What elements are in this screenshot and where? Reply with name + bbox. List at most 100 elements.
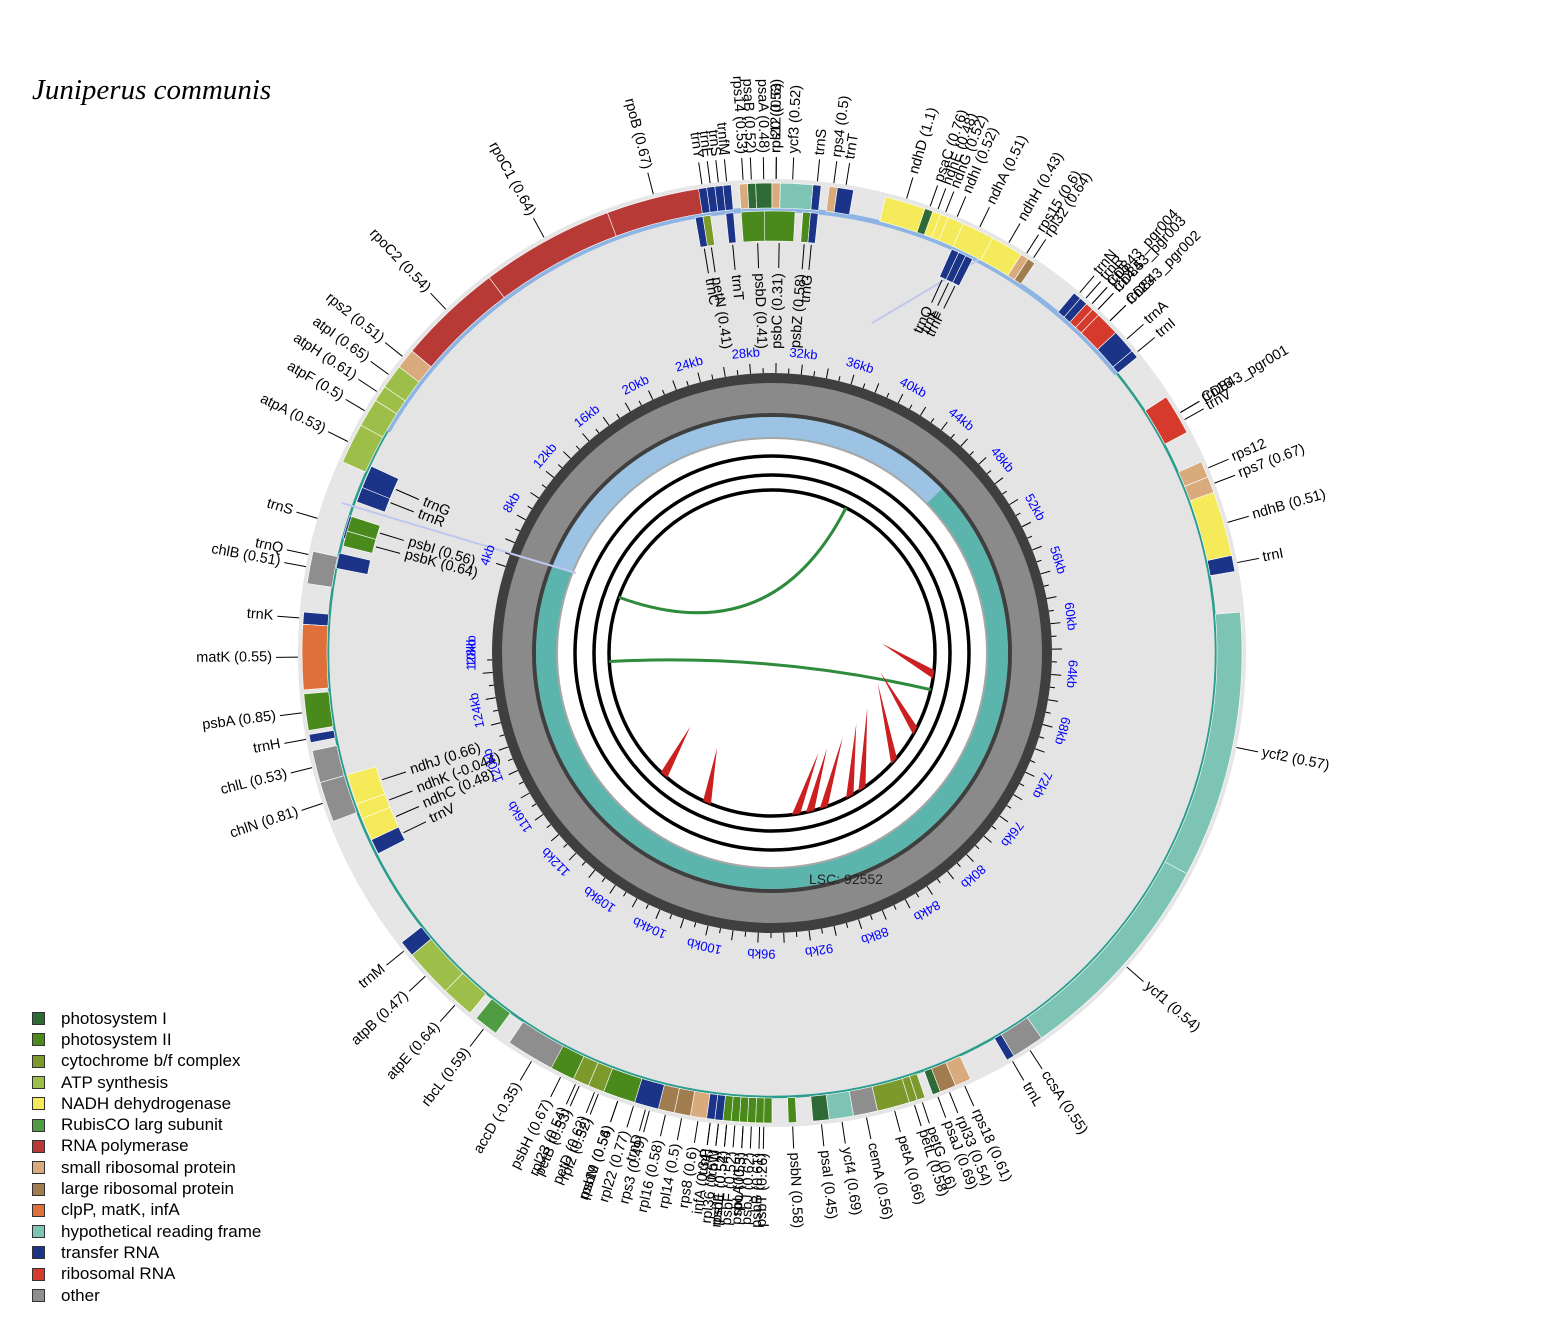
label-leader [1109, 304, 1127, 322]
kb-tick [909, 404, 913, 410]
label-leader [301, 802, 323, 811]
label-leader [821, 1124, 825, 1147]
gene-label: rps12 (0.6) [768, 83, 785, 153]
gene-label: psaB (0.52) [739, 78, 758, 154]
legend-item: transfer RNA [32, 1242, 261, 1263]
gene-block [1007, 254, 1029, 281]
label-leader [732, 244, 736, 270]
gene-block [747, 182, 757, 209]
legend-item: ribosomal RNA [32, 1264, 261, 1285]
label-leader [384, 342, 403, 357]
kb-tick [808, 930, 811, 941]
kb-tick [862, 383, 866, 389]
inner-gene-block [361, 806, 399, 841]
gene-block [302, 611, 330, 627]
gene-label: ccsA (0.55) [1038, 1068, 1091, 1138]
inner-gene-block [356, 793, 391, 819]
gene-block [488, 212, 617, 299]
label-leader [638, 1109, 646, 1132]
label-leader [845, 163, 851, 185]
kb-label: 96kb [747, 946, 776, 962]
kb-tick [609, 884, 616, 894]
kb-tick [505, 538, 515, 544]
kb-tick [936, 878, 941, 884]
kb-label: 60kb [1062, 601, 1080, 631]
gene-label: psbJ (0.62) [739, 1152, 758, 1225]
kb-tick [516, 514, 526, 521]
legend-swatch [32, 1097, 45, 1111]
label-leader [1012, 1061, 1025, 1081]
inner-gene-label: trnT [728, 274, 746, 301]
gene-block [335, 552, 371, 575]
kb-tick [1034, 748, 1045, 753]
gene-label: psaA (0.48) [754, 79, 771, 153]
legend-label: ATP synthesis [61, 1072, 169, 1092]
gene-label: chlN (0.81) [228, 804, 300, 842]
gene-block [550, 1045, 585, 1080]
legend-item: ATP synthesis [32, 1072, 261, 1093]
kb-tick [616, 413, 620, 419]
gene-block [871, 1078, 910, 1112]
kb-tick [496, 562, 506, 567]
label-leader [565, 1084, 576, 1105]
kb-tick [956, 862, 961, 868]
gene-label: trnS [265, 496, 295, 519]
legend-swatch [32, 1139, 45, 1153]
kb-tick [874, 383, 880, 393]
kb-tick [623, 891, 627, 897]
gene-block [311, 745, 345, 783]
kb-tick [563, 451, 571, 459]
label-leader [1208, 458, 1229, 469]
kb-tick [530, 492, 540, 499]
label-leader [279, 712, 302, 717]
gene-label: rpoC1 (0.64) [485, 139, 538, 218]
gene-label: trnM [356, 961, 389, 992]
repeat-link-palindromic [791, 752, 819, 815]
gene-label: psbT (0.26) [754, 1153, 771, 1227]
label-leader [290, 767, 313, 774]
label-leader [741, 1126, 744, 1149]
gene-block [787, 1097, 797, 1124]
kb-tick [930, 418, 935, 423]
label-leader [1097, 292, 1114, 310]
label-leader [921, 1102, 930, 1124]
gene-block [1184, 476, 1215, 502]
gene-block [848, 1086, 879, 1117]
label-leader [1079, 275, 1095, 293]
gene-label: trnQ [254, 535, 285, 557]
gene-block [1144, 396, 1188, 445]
kb-tick [1039, 736, 1045, 739]
gene-label: psbE (0.52) [709, 1150, 732, 1226]
kb-tick [492, 709, 499, 712]
inner-gene-block [342, 530, 377, 554]
gene-block [411, 938, 464, 992]
gene-label: trnY [686, 131, 706, 160]
kb-tick [1025, 771, 1035, 777]
label-leader [1029, 1050, 1043, 1070]
gene-block [810, 184, 822, 211]
gene-block [931, 213, 949, 241]
gene-block [301, 623, 329, 691]
repeat-link-palindromic [877, 683, 897, 765]
kb-tick [515, 528, 521, 532]
gene-block [342, 424, 384, 473]
gene-label: trnS [812, 128, 830, 156]
label-leader [532, 217, 545, 238]
label-leader [381, 771, 406, 781]
gene-block [1013, 258, 1036, 285]
gene-block [923, 1068, 941, 1096]
gene-block [1000, 1017, 1042, 1057]
label-leader [1026, 234, 1039, 254]
legend-label: cytochrome b/f complex [61, 1051, 241, 1071]
gene-block [714, 185, 726, 212]
kb-tick [1013, 794, 1023, 801]
kb-tick [485, 697, 496, 700]
label-leader [430, 292, 447, 310]
kb-tick [546, 824, 552, 829]
inner-gene-label: trnC [702, 277, 722, 307]
label-leader [833, 161, 838, 184]
repeat-track-1 [592, 473, 952, 833]
gene-label: rbcL (0.59) [419, 1045, 474, 1110]
inner-gene-block [371, 826, 406, 855]
legend-label: photosystem II [61, 1029, 172, 1049]
